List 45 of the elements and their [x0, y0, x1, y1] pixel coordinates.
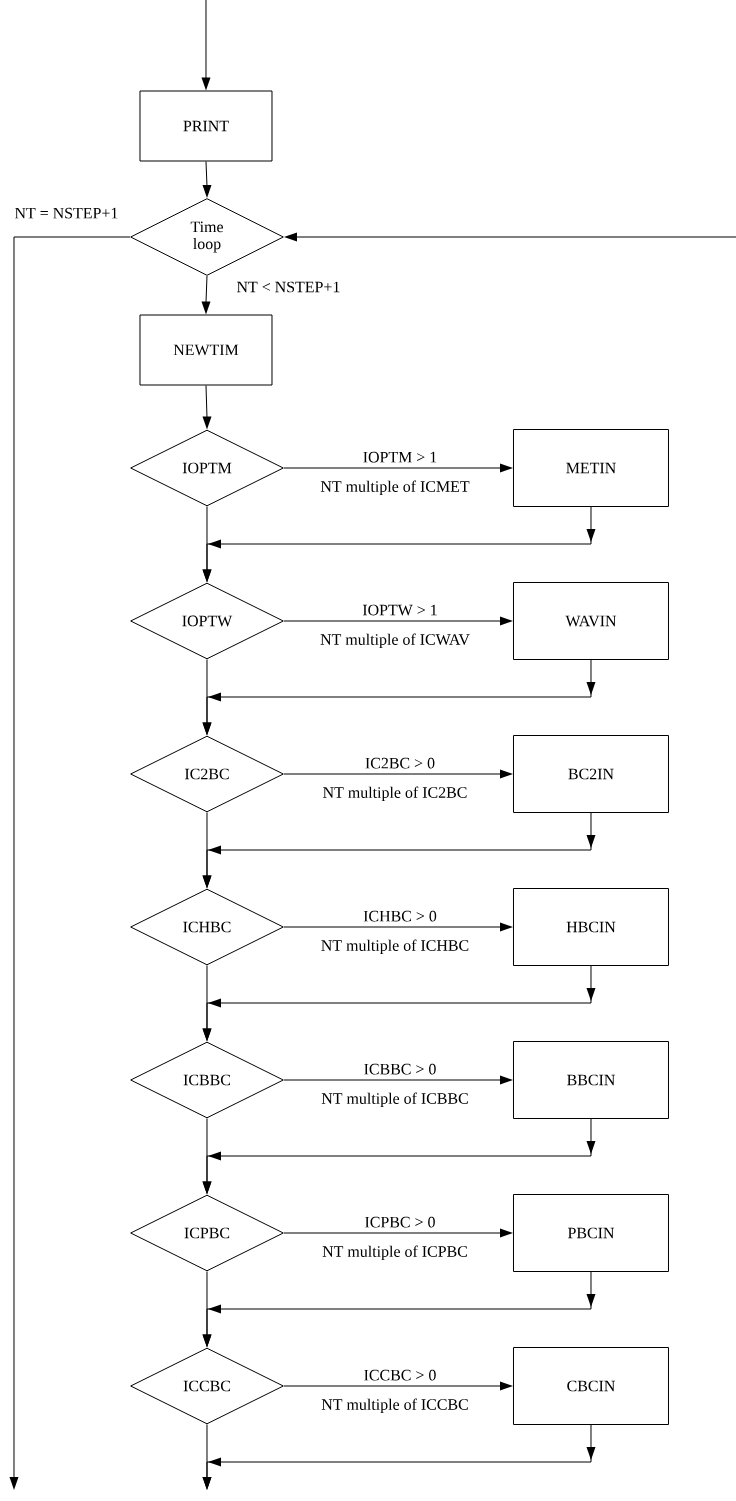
process-box: BBCIN — [513, 1041, 669, 1119]
edge-label: NT < NSTEP+1 — [236, 281, 340, 293]
edge-label: NT = NSTEP+1 — [14, 207, 118, 219]
condition-label: NT multiple of ICBBC — [321, 1092, 468, 1108]
arrow — [202, 965, 212, 1042]
edge-label: ICBBC > 0 — [364, 1063, 436, 1075]
edge-label: IC2BC > 0 — [365, 757, 435, 769]
process-box: WAVIN — [513, 582, 669, 660]
arrow — [201, 275, 211, 315]
arrow — [284, 232, 736, 242]
process-box: PBCIN — [513, 1194, 669, 1272]
arrow — [283, 1075, 513, 1085]
arrow — [202, 1118, 212, 1195]
condition-label: NT multiple of ICHBC — [321, 939, 469, 955]
process-box: BC2IN — [513, 735, 669, 813]
arrow — [202, 1271, 212, 1348]
edge-label: IOPTM > 1 — [363, 451, 437, 463]
arrow — [283, 1381, 513, 1391]
arrow — [201, 0, 211, 91]
process-box: PRINT — [139, 90, 273, 162]
edge-label: ICHBC > 0 — [363, 910, 437, 922]
arrow — [202, 506, 212, 583]
condition-label: NT multiple of IC2BC — [323, 786, 467, 802]
arrow — [202, 385, 212, 430]
condition-label: NT multiple of ICMET — [320, 480, 470, 496]
process-box: METIN — [513, 429, 669, 507]
arrow — [283, 769, 513, 779]
arrow — [283, 922, 513, 932]
arrow — [202, 812, 212, 889]
arrow — [283, 1228, 513, 1238]
arrow — [202, 161, 212, 198]
arrow — [283, 463, 513, 473]
condition-label: NT multiple of ICWAV — [320, 633, 470, 649]
edge-label: IOPTW > 1 — [362, 604, 437, 616]
process-box: CBCIN — [513, 1347, 669, 1425]
condition-label: NT multiple of ICPBC — [322, 1245, 467, 1261]
process-box: HBCIN — [513, 888, 669, 966]
edge-label: ICPBC > 0 — [365, 1216, 435, 1228]
edge-label: ICCBC > 0 — [364, 1369, 436, 1381]
condition-label: NT multiple of ICCBC — [321, 1398, 468, 1414]
arrow — [9, 236, 131, 1490]
arrow — [202, 1424, 212, 1490]
arrow — [202, 659, 212, 736]
process-box: NEWTIM — [139, 314, 273, 386]
arrow — [283, 616, 513, 626]
